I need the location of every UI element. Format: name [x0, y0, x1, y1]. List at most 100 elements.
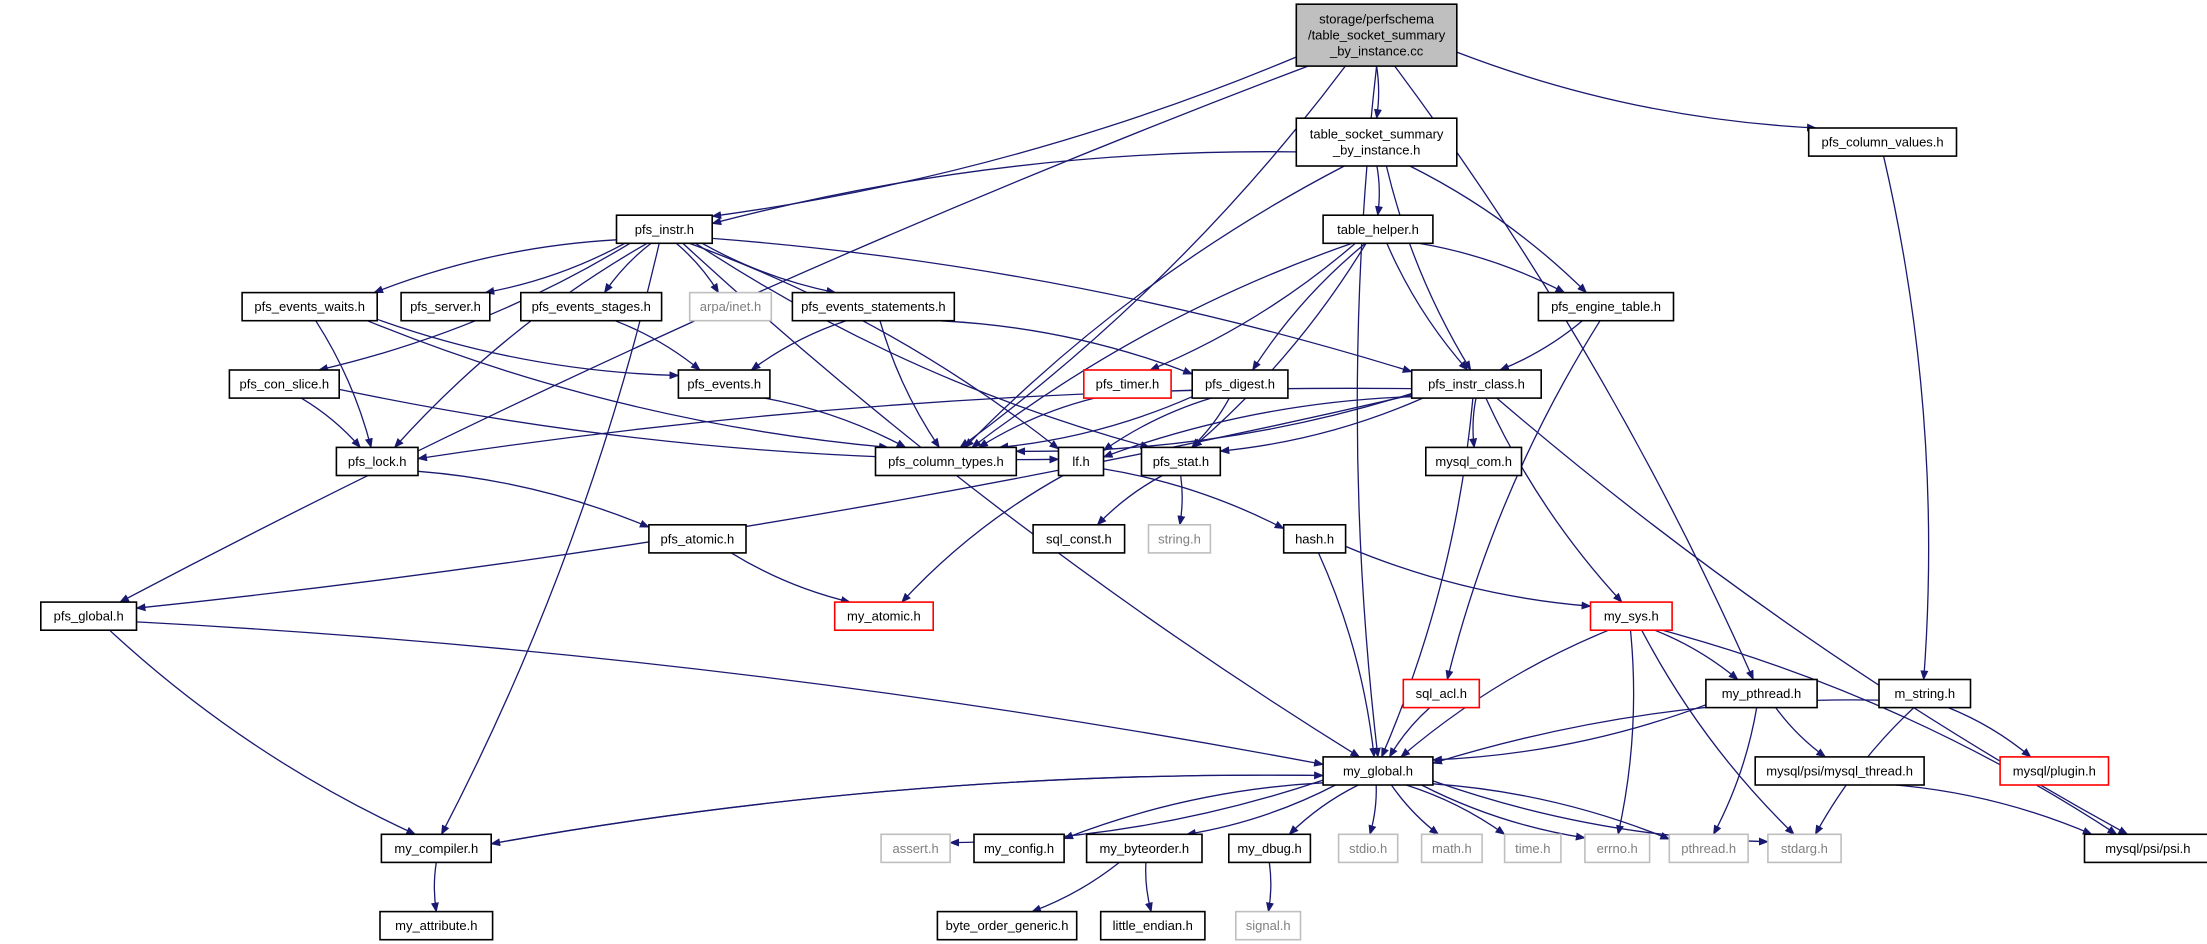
edge-pfs_instr-to-lf: [689, 242, 1060, 450]
edge-my_byteorder-to-little_endian: [1144, 862, 1153, 913]
node-box: [400, 291, 491, 322]
edge-my_dbug-to-signal_h: [1266, 862, 1274, 913]
node-box: [1083, 369, 1172, 399]
node-pthread-h[interactable]: pthread.h: [1668, 833, 1749, 864]
node-box: [1295, 117, 1458, 167]
node-byte-order-generic[interactable]: byte_order_generic.h: [936, 910, 1078, 941]
edge-pfs_stat-to-sql_const: [1096, 474, 1163, 526]
node-label: time.h: [1515, 841, 1550, 856]
node-pfs-events-stages[interactable]: pfs_events_stages.h: [519, 291, 663, 322]
edge-pfs_instr-to-pfs_instr_class: [712, 237, 1413, 373]
node-label: my_config.h: [984, 841, 1054, 856]
node-assert-h[interactable]: assert.h: [880, 833, 951, 864]
edge-pfs_events_waits-to-pfs_lock: [315, 320, 373, 449]
node-pfs-con-slice[interactable]: pfs_con_slice.h: [228, 369, 340, 399]
node-box: [379, 910, 494, 941]
edge-line: [315, 320, 373, 449]
node-mysql-thread[interactable]: mysql/psi/mysql_thread.h: [1754, 756, 1925, 786]
node-label: my_atomic.h: [847, 609, 921, 624]
node-pfs-engine-table[interactable]: pfs_engine_table.h: [1537, 291, 1675, 322]
node-box: [791, 291, 956, 322]
edge-pfs_con_slice-to-pfs_lock: [300, 397, 361, 449]
node-my-config[interactable]: my_config.h: [973, 833, 1065, 864]
edge-line: [1185, 784, 1336, 837]
node-my-global[interactable]: my_global.h: [1322, 756, 1434, 786]
edge-my_global-to-errno_h: [1421, 784, 1586, 841]
node-pfs-events-waits[interactable]: pfs_events_waits.h: [241, 291, 379, 322]
edge-pfs_instr-to-my_compiler: [440, 243, 660, 836]
node-psi[interactable]: mysql/psi/psi.h: [2083, 833, 2207, 864]
node-math-h[interactable]: math.h: [1420, 833, 1483, 864]
node-pfs-column-values[interactable]: pfs_column_values.h: [1807, 127, 1958, 157]
node-sql-const[interactable]: sql_const.h: [1032, 523, 1126, 554]
node-label: mysql/plugin.h: [2013, 763, 2096, 778]
node-root[interactable]: storage/perfschema/table_socket_summary_…: [1295, 3, 1458, 67]
node-box: [380, 833, 492, 864]
node-my-pthread[interactable]: my_pthread.h: [1705, 678, 1818, 709]
node-errno-h[interactable]: errno.h: [1584, 833, 1651, 864]
edge-line: [1654, 629, 1739, 681]
edge-line: [484, 242, 625, 295]
edge-line: [376, 318, 680, 380]
node-pfs-instr-class[interactable]: pfs_instr_class.h: [1410, 369, 1542, 399]
node-label: pfs_atomic.h: [661, 531, 735, 546]
node-box: [1584, 833, 1651, 864]
node-my-atomic[interactable]: my_atomic.h: [833, 601, 935, 631]
node-sql-acl[interactable]: sql_acl.h: [1402, 678, 1481, 709]
node-box: [648, 523, 747, 554]
node-hash[interactable]: hash.h: [1282, 523, 1347, 554]
edge-line: [1102, 397, 1212, 452]
node-string-h[interactable]: string.h: [1147, 523, 1212, 554]
node-box: [936, 910, 1078, 941]
node-time-h[interactable]: time.h: [1503, 833, 1562, 864]
node-box: [1140, 446, 1222, 477]
edge-line: [1317, 552, 1378, 758]
edge-line: [1192, 243, 1367, 449]
node-pfs-column-types[interactable]: pfs_column_types.h: [874, 446, 1018, 477]
node-stdarg-h[interactable]: stdarg.h: [1767, 833, 1842, 864]
node-pfs-timer[interactable]: pfs_timer.h: [1083, 369, 1172, 399]
edge-my_global-to-time_h: [1405, 784, 1506, 835]
edge-pfs_digest-to-pfs_column_types: [998, 396, 1193, 451]
edge-m_string-to-mysql_plugin: [1948, 706, 2032, 758]
edge-line: [1345, 545, 1592, 610]
node-box: [973, 833, 1065, 864]
node-mysql-com[interactable]: mysql_com.h: [1425, 446, 1523, 477]
node-pfs-server[interactable]: pfs_server.h: [400, 291, 491, 322]
node-pfs-stat[interactable]: pfs_stat.h: [1140, 446, 1222, 477]
node-pfs-instr[interactable]: pfs_instr.h: [615, 214, 713, 245]
edge-line: [430, 862, 439, 913]
node-my-attribute[interactable]: my_attribute.h: [379, 910, 494, 941]
edge-line: [1177, 475, 1186, 526]
node-tssbi[interactable]: table_socket_summary_by_instance.h: [1295, 117, 1458, 167]
node-stdio-h[interactable]: stdio.h: [1337, 833, 1399, 864]
node-table-helper[interactable]: table_helper.h: [1322, 214, 1434, 245]
node-label: my_dbug.h: [1237, 841, 1301, 856]
node-label: math.h: [1432, 841, 1472, 856]
edge-line: [1485, 397, 1623, 603]
node-mysql-plugin[interactable]: mysql/plugin.h: [1999, 756, 2110, 786]
node-box: [1085, 833, 1203, 864]
node-pfs-digest[interactable]: pfs_digest.h: [1191, 369, 1289, 399]
edge-my_byteorder-to-byte_order_generic: [1031, 861, 1120, 913]
node-m-string[interactable]: m_string.h: [1878, 678, 1972, 709]
node-arpa-inet[interactable]: arpa/inet.h: [688, 291, 773, 322]
node-little-endian[interactable]: little_endian.h: [1099, 910, 1206, 941]
node-pfs-events[interactable]: pfs_events.h: [677, 369, 771, 399]
edge-root-to-my_global: [1356, 66, 1381, 758]
node-my-byteorder[interactable]: my_byteorder.h: [1085, 833, 1203, 864]
node-my-compiler[interactable]: my_compiler.h: [380, 833, 492, 864]
node-pfs-lock[interactable]: pfs_lock.h: [335, 446, 419, 477]
node-label: assert.h: [892, 841, 938, 856]
node-my-dbug[interactable]: my_dbug.h: [1228, 833, 1312, 864]
node-label: pfs_instr_class.h: [1428, 377, 1525, 392]
node-lf[interactable]: lf.h: [1057, 446, 1105, 477]
node-label: my_attribute.h: [395, 918, 477, 933]
node-my-sys[interactable]: my_sys.h: [1589, 601, 1673, 631]
node-pfs-atomic[interactable]: pfs_atomic.h: [648, 523, 747, 554]
node-signal-h[interactable]: signal.h: [1235, 910, 1302, 941]
node-pfs-events-statements[interactable]: pfs_events_statements.h: [791, 291, 956, 322]
node-pfs-global[interactable]: pfs_global.h: [39, 601, 138, 631]
edge-hash-to-my_sys: [1345, 545, 1592, 610]
node-label: hash.h: [1295, 531, 1334, 546]
